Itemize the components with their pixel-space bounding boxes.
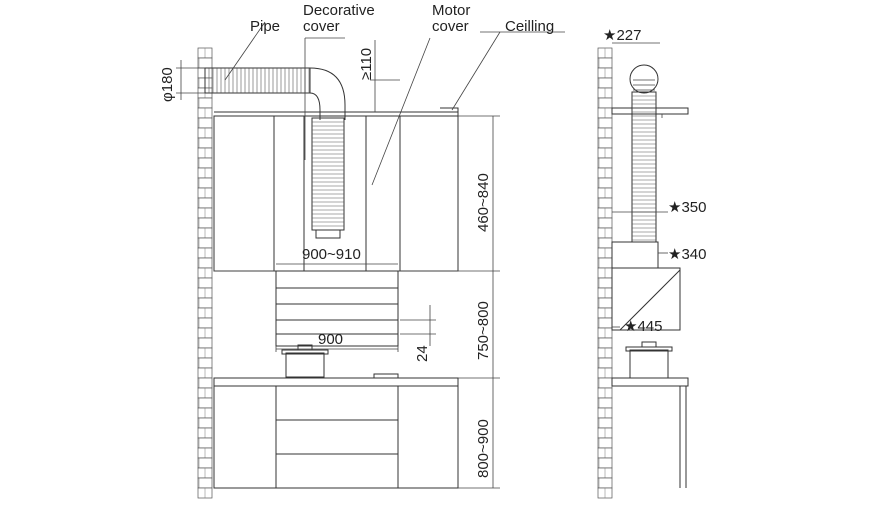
dim-side-hood-depth: ★445 <box>624 318 662 335</box>
motor-box-side <box>611 241 659 269</box>
label-ceiling: Ceilling <box>505 18 554 35</box>
hood-side <box>611 267 681 331</box>
dim-hood-to-cooktop: 750~800 <box>475 301 492 360</box>
pot-front <box>281 344 329 378</box>
dim-hood-offset: 24 <box>414 345 431 362</box>
dimension-lines-front <box>176 40 500 489</box>
dim-hood-width: 900 <box>318 331 343 348</box>
star-icon: ★ <box>668 246 681 263</box>
front-view: Pipe Decorative cover Motor cover Ceilli… <box>159 2 565 499</box>
label-pipe: Pipe <box>250 18 280 35</box>
dim-counter-height: 800~900 <box>475 419 492 478</box>
dim-cabinet-height: 460~840 <box>475 173 492 232</box>
counter-side <box>611 377 689 488</box>
star-icon: ★ <box>603 27 616 44</box>
pot-side <box>625 341 673 379</box>
side-view: ★227 ★350 ★340 ★445 <box>597 27 706 499</box>
brick-wall-front <box>197 47 213 499</box>
dim-ceiling-gap: ≥110 <box>358 48 375 80</box>
hood-body-front <box>275 270 399 347</box>
dim-pipe-diameter: φ180 <box>159 67 176 102</box>
lower-cabinets <box>213 373 459 489</box>
pipe-elbow-side <box>629 64 659 94</box>
label-motor-1: Motor <box>432 2 470 19</box>
star-icon: ★ <box>668 199 681 216</box>
star-icon: ★ <box>624 318 637 335</box>
pipe-duct <box>204 67 346 239</box>
dim-side-top: ★227 <box>603 27 641 44</box>
label-leaders <box>224 21 565 186</box>
dim-side-motor-depth: ★340 <box>668 246 706 263</box>
dim-hood-width-range: 900~910 <box>302 246 361 263</box>
label-decorative-2: cover <box>303 18 340 35</box>
label-decorative-1: Decorative <box>303 2 375 19</box>
dim-side-duct-offset: ★350 <box>668 199 706 216</box>
label-motor-2: cover <box>432 18 469 35</box>
brick-wall-side <box>597 47 613 499</box>
ceiling-edge <box>440 107 459 116</box>
